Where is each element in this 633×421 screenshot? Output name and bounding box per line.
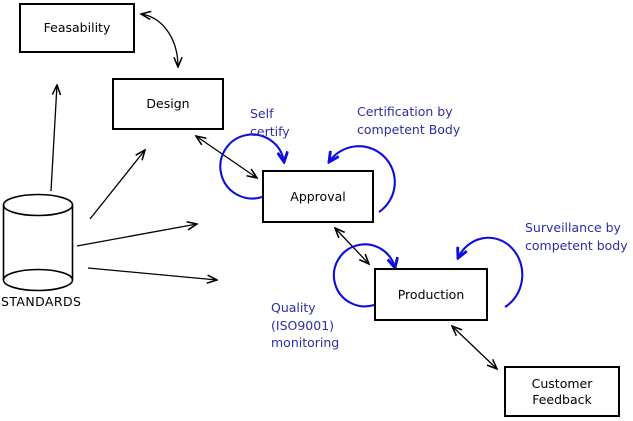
node-design: Design bbox=[112, 78, 224, 130]
arrow-production-customer-feedback bbox=[452, 326, 497, 369]
arrow-standards-production bbox=[87, 267, 217, 280]
standards-cylinder bbox=[2, 193, 74, 292]
loop-self-certify bbox=[219, 133, 284, 200]
loop-certification bbox=[329, 145, 396, 213]
loop-quality-monitoring bbox=[332, 243, 395, 308]
node-approval: Approval bbox=[262, 170, 374, 223]
annotation-surveillance-line2: competent body bbox=[525, 237, 628, 253]
node-approval-label: Approval bbox=[290, 188, 346, 204]
node-customer-feedback-label-line2: Feedback bbox=[532, 391, 592, 407]
annotation-certification: Certification by competent Body bbox=[357, 103, 460, 138]
annotation-certification-line2: competent Body bbox=[357, 121, 461, 137]
node-customer-feedback-label-line1: Customer bbox=[531, 375, 593, 391]
node-customer-feedback: Customer Feedback bbox=[504, 366, 620, 417]
annotation-quality-line1: Quality bbox=[271, 300, 316, 315]
arrow-feasability-design bbox=[141, 14, 178, 67]
loop-surveillance bbox=[458, 236, 524, 308]
annotation-self-certify-line2: certify bbox=[250, 123, 290, 139]
annotation-self-certify-line1: Self bbox=[250, 106, 274, 121]
annotation-self-certify: Self certify bbox=[250, 105, 290, 140]
annotation-quality-monitoring: Quality (ISO9001) monitoring bbox=[271, 299, 339, 352]
node-feasability: Feasability bbox=[19, 3, 135, 53]
node-production: Production bbox=[374, 268, 488, 321]
node-feasability-label: Feasability bbox=[43, 20, 111, 35]
annotation-certification-line1: Certification by bbox=[357, 104, 453, 119]
node-design-label: Design bbox=[146, 96, 190, 111]
annotation-surveillance-line1: Surveillance by bbox=[525, 220, 621, 235]
arrow-standards-feasability bbox=[50, 85, 57, 192]
annotation-surveillance: Surveillance by competent body bbox=[525, 219, 628, 254]
standards-label: STANDARDS bbox=[1, 294, 82, 309]
arrow-standards-approval bbox=[76, 224, 197, 247]
arrow-design-approval bbox=[196, 136, 257, 178]
annotation-quality-line3: monitoring bbox=[271, 335, 340, 350]
node-production-label: Production bbox=[397, 286, 465, 302]
arrow-standards-design bbox=[89, 150, 145, 220]
annotation-quality-line2: (ISO9001) bbox=[271, 317, 335, 333]
